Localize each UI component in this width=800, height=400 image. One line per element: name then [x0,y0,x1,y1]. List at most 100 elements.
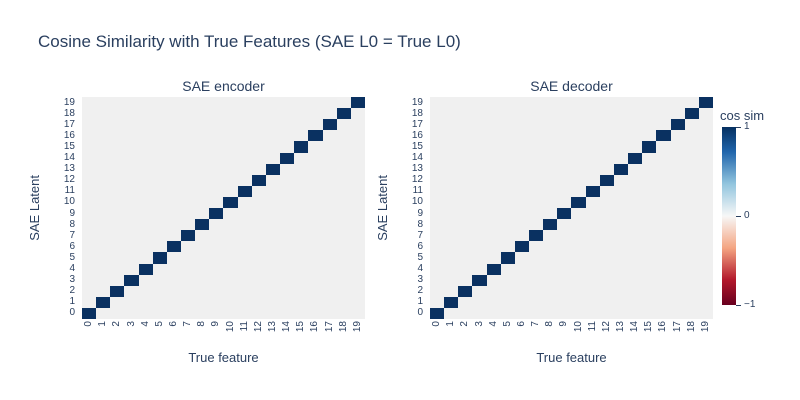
heatmap-cell[interactable] [280,141,294,152]
heatmap-cell[interactable] [82,230,96,241]
heatmap-cell[interactable] [153,130,167,141]
heatmap-cell[interactable] [487,197,501,208]
heatmap-cell[interactable] [571,252,585,263]
heatmap-cell[interactable] [543,252,557,263]
heatmap-cell[interactable] [472,297,486,308]
heatmap-cell[interactable] [323,175,337,186]
heatmap-cell[interactable] [223,186,237,197]
heatmap-cell[interactable] [252,308,266,319]
heatmap-cell[interactable] [472,119,486,130]
heatmap-cell[interactable] [337,164,351,175]
heatmap-cell[interactable] [685,219,699,230]
heatmap-cell[interactable] [337,252,351,263]
heatmap-cell[interactable] [642,108,656,119]
heatmap-cell[interactable] [656,252,670,263]
heatmap-cell[interactable] [529,208,543,219]
heatmap-cell[interactable] [600,197,614,208]
heatmap-cell[interactable] [294,230,308,241]
heatmap-cell[interactable] [529,197,543,208]
heatmap-cell[interactable] [266,186,280,197]
heatmap-cell[interactable] [351,264,365,275]
heatmap-cell[interactable] [124,97,138,108]
heatmap-cell[interactable] [472,108,486,119]
heatmap-cell[interactable] [472,130,486,141]
heatmap-cell[interactable] [323,108,337,119]
heatmap-cell[interactable] [96,219,110,230]
heatmap-cell[interactable] [153,208,167,219]
heatmap-cell[interactable] [209,208,224,220]
heatmap-cell[interactable] [458,130,472,141]
heatmap-cell[interactable] [153,175,167,186]
heatmap-cell[interactable] [685,97,699,108]
heatmap-cell[interactable] [223,264,237,275]
heatmap-cell[interactable] [472,219,486,230]
heatmap-cell[interactable] [699,130,713,141]
heatmap-cell[interactable] [671,130,685,141]
heatmap-cell[interactable] [308,252,322,263]
heatmap-cell[interactable] [501,230,515,241]
heatmap-cell[interactable] [515,286,529,297]
heatmap-cell[interactable] [614,108,628,119]
heatmap-cell[interactable] [323,252,337,263]
heatmap-cell[interactable] [153,297,167,308]
heatmap-cell[interactable] [543,119,557,130]
heatmap-cell[interactable] [529,230,544,242]
heatmap-cell[interactable] [458,297,472,308]
heatmap-cell[interactable] [167,119,181,130]
heatmap-cell[interactable] [586,252,600,263]
heatmap-cell[interactable] [96,175,110,186]
heatmap-cell[interactable] [167,208,181,219]
heatmap-cell[interactable] [280,130,294,141]
heatmap-cell[interactable] [444,296,459,308]
heatmap-cell[interactable] [308,297,322,308]
heatmap-cell[interactable] [430,153,444,164]
heatmap-cell[interactable] [557,130,571,141]
heatmap-cell[interactable] [430,108,444,119]
heatmap-cell[interactable] [586,219,600,230]
heatmap-cell[interactable] [444,197,458,208]
heatmap-cell[interactable] [294,130,308,141]
heatmap-cell[interactable] [557,141,571,152]
heatmap-cell[interactable] [543,230,557,241]
heatmap-cell[interactable] [599,174,614,186]
heatmap-cell[interactable] [209,119,223,130]
heatmap-cell[interactable] [472,164,486,175]
heatmap-cell[interactable] [280,186,294,197]
heatmap-cell[interactable] [557,308,571,319]
heatmap-cell[interactable] [699,141,713,152]
heatmap-cell[interactable] [614,308,628,319]
heatmap-cell[interactable] [153,141,167,152]
heatmap-cell[interactable] [153,97,167,108]
heatmap-cell[interactable] [586,308,600,319]
heatmap-cell[interactable] [153,186,167,197]
heatmap-cell[interactable] [642,164,656,175]
heatmap-cell[interactable] [656,97,670,108]
heatmap-cell[interactable] [252,208,266,219]
heatmap-cell[interactable] [685,153,699,164]
heatmap-cell[interactable] [557,108,571,119]
heatmap-cell[interactable] [252,153,266,164]
heatmap-cell[interactable] [571,230,585,241]
heatmap-cell[interactable] [430,97,444,108]
heatmap-cell[interactable] [96,130,110,141]
heatmap-cell[interactable] [614,230,628,241]
heatmap-cell[interactable] [181,186,195,197]
heatmap-cell[interactable] [181,219,195,230]
heatmap-cell[interactable] [96,296,111,308]
heatmap-cell[interactable] [515,130,529,141]
heatmap-cell[interactable] [515,153,529,164]
heatmap-cell[interactable] [557,175,571,186]
heatmap-cell[interactable] [642,308,656,319]
heatmap-cell[interactable] [82,164,96,175]
heatmap-cell[interactable] [294,208,308,219]
heatmap-cell[interactable] [472,186,486,197]
heatmap-cell[interactable] [209,97,223,108]
heatmap-cell[interactable] [571,119,585,130]
heatmap-cell[interactable] [223,164,237,175]
heatmap-cell[interactable] [139,108,153,119]
heatmap-cell[interactable] [209,286,223,297]
heatmap-cell[interactable] [685,230,699,241]
heatmap-cell[interactable] [110,119,124,130]
heatmap-cell[interactable] [266,230,280,241]
heatmap-cell[interactable] [586,241,600,252]
